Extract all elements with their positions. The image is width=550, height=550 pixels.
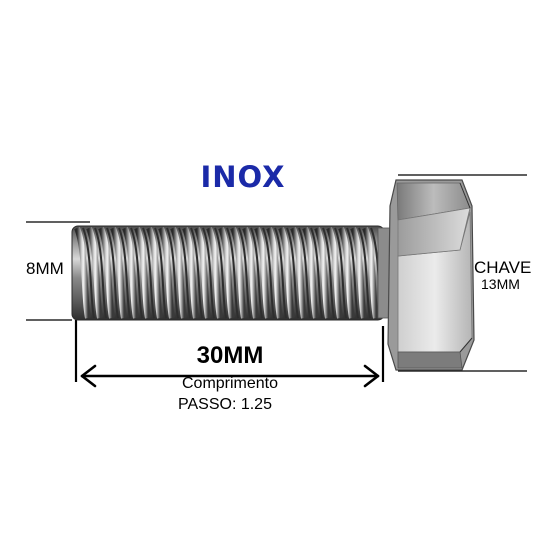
thread-root	[358, 227, 371, 319]
thread-root	[274, 227, 287, 319]
thread-root	[142, 227, 155, 319]
length-caption: Comprimento	[181, 375, 279, 392]
thread-root	[286, 227, 299, 319]
thread-crest	[206, 226, 223, 319]
thread-crest	[314, 226, 331, 319]
thread-crest	[290, 226, 307, 319]
thread-crest	[254, 226, 271, 319]
thread-root	[334, 227, 347, 319]
thread-crest	[182, 226, 199, 319]
thread-root	[214, 227, 227, 319]
thread-root	[178, 227, 191, 319]
thread-crest	[134, 226, 151, 319]
thread-root	[118, 227, 131, 319]
thread-root	[310, 227, 323, 319]
thread-root	[130, 227, 143, 319]
length-arrow	[80, 364, 380, 388]
dimension-lines	[26, 174, 527, 382]
material-title: INOX	[200, 160, 286, 194]
thread-crest	[86, 226, 103, 319]
thread-root	[106, 227, 119, 319]
thread-root	[250, 227, 263, 319]
thread-crest	[122, 226, 139, 319]
thread-root	[346, 227, 359, 319]
pitch-label: PASSO: 1.25	[178, 396, 272, 413]
bolt-hex-head	[387, 179, 475, 371]
thread-root	[262, 227, 275, 319]
thread-crest	[158, 226, 175, 319]
thread-crest	[338, 226, 355, 319]
thread-root	[190, 227, 203, 319]
thread-root	[322, 227, 335, 319]
diameter-label: 8MM	[26, 259, 64, 278]
wrench-label: CHAVE	[474, 258, 532, 277]
thread-crest	[218, 226, 235, 319]
thread-root	[166, 227, 179, 319]
thread-root	[226, 227, 239, 319]
thread-crest	[194, 226, 211, 319]
thread-root	[94, 227, 107, 319]
thread-crest	[170, 226, 187, 319]
thread-root	[298, 227, 311, 319]
bolt-shaft	[71, 225, 385, 321]
thread-root	[82, 227, 95, 319]
thread-crest	[230, 226, 247, 319]
thread-crest	[302, 226, 319, 319]
wrench-size-label: 13MM	[481, 276, 520, 292]
thread-crest	[266, 226, 283, 319]
thread-crest	[74, 226, 91, 319]
thread-root	[238, 227, 251, 319]
thread-crest	[110, 226, 127, 319]
thread-crest	[326, 226, 343, 319]
thread-crest	[362, 226, 379, 319]
thread-root	[202, 227, 215, 319]
thread-crest	[278, 226, 295, 319]
length-label: 30MM	[196, 342, 264, 369]
thread-crest	[242, 226, 259, 319]
thread-crest	[350, 226, 367, 319]
thread-crest	[146, 226, 163, 319]
thread-crest	[98, 226, 115, 319]
thread-root	[154, 227, 167, 319]
